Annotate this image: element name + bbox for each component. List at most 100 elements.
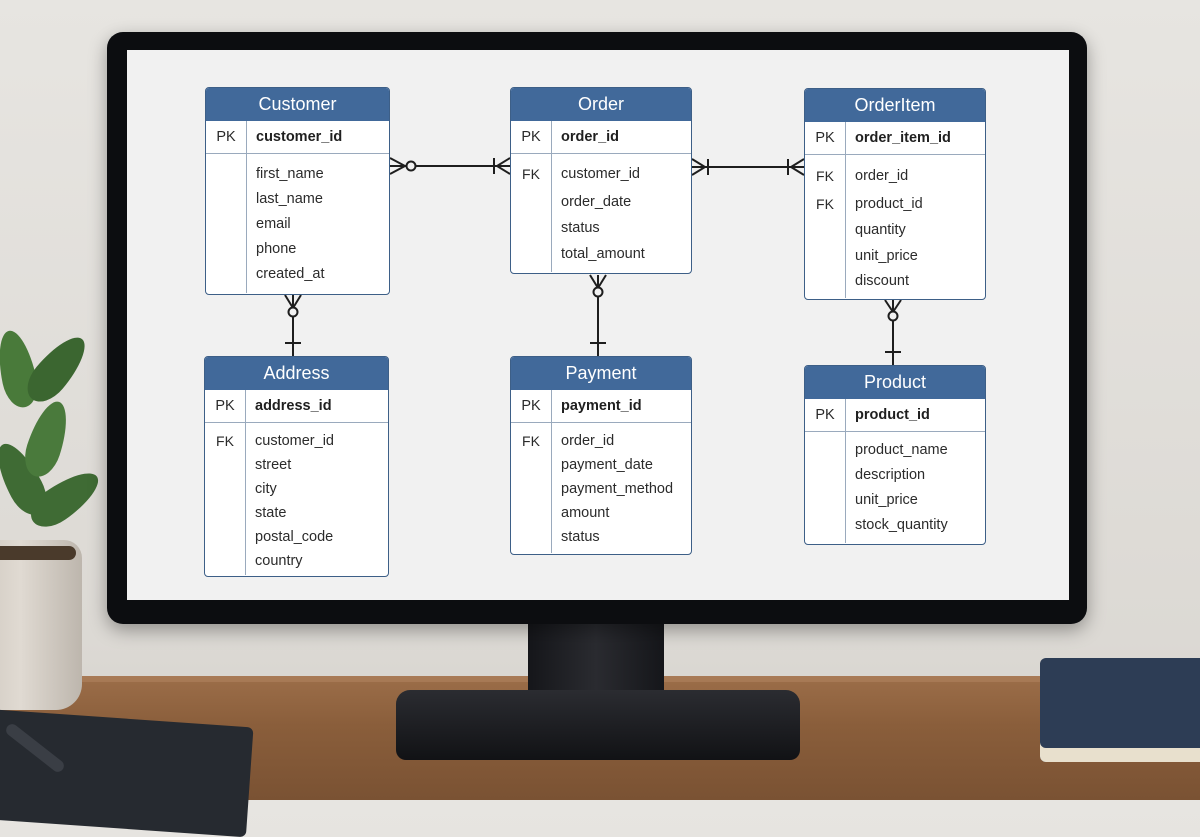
pk-field: customer_id: [256, 129, 343, 145]
pk-row: PK product_id: [805, 399, 985, 432]
pk-label: PK: [215, 398, 235, 414]
key-label: FK: [816, 195, 834, 212]
attribute-name: last_name: [256, 190, 323, 207]
entity-title: Payment: [511, 357, 691, 390]
pk-field: address_id: [255, 398, 332, 414]
attribute-list: product_name description unit_price stoc…: [805, 432, 948, 543]
attribute-name: stock_quantity: [855, 516, 948, 533]
attribute-name: description: [855, 466, 926, 483]
key-label: FK: [522, 433, 540, 449]
pk-label: PK: [521, 398, 541, 414]
attribute-name: discount: [855, 272, 910, 289]
entity-title: OrderItem: [805, 89, 985, 122]
notebook: [0, 708, 254, 837]
attribute-name: created_at: [256, 265, 325, 282]
attribute-row: city: [205, 477, 334, 501]
entity-title: Order: [511, 88, 691, 121]
key-label: FK: [816, 168, 834, 184]
attribute-name: state: [255, 505, 287, 521]
attribute-row: quantity: [805, 217, 923, 243]
attribute-row: country: [205, 549, 334, 573]
attribute-name: payment_method: [561, 481, 674, 497]
attribute-name: unit_price: [855, 247, 918, 264]
attribute-name: country: [255, 553, 303, 569]
attribute-section: first_name last_name email phone created…: [206, 154, 389, 293]
attribute-name: customer_id: [255, 433, 334, 449]
attribute-name: amount: [561, 505, 610, 521]
entity-title: Address: [205, 357, 388, 390]
attribute-row: created_at: [206, 261, 325, 286]
pk-field: order_id: [561, 129, 620, 145]
zero-marker-customer-bottom: [287, 306, 299, 318]
pk-row: PK order_item_id: [805, 122, 985, 155]
plant-leaf: [18, 396, 76, 482]
attribute-name: street: [255, 457, 292, 473]
zero-marker-order-bottom: [592, 286, 604, 298]
column-divider: [245, 423, 246, 575]
pk-label: PK: [521, 129, 541, 145]
entity-title: Product: [805, 366, 985, 399]
relationship-lines: [284, 157, 902, 365]
attribute-row: status: [511, 525, 673, 549]
attribute-row: postal_code: [205, 525, 334, 549]
crowfoot-orderitem-left: [789, 158, 805, 176]
attribute-row: state: [205, 501, 334, 525]
attribute-name: unit_price: [855, 491, 918, 508]
attribute-row: street: [205, 453, 334, 477]
attribute-name: first_name: [256, 165, 324, 182]
pk-field: order_item_id: [855, 130, 951, 146]
entity-product[interactable]: Product PK product_id product_name descr…: [804, 365, 986, 545]
attribute-row: FK product_id: [805, 190, 923, 217]
attribute-name: customer_id: [561, 166, 640, 182]
zero-marker-customer: [405, 160, 417, 172]
attribute-row: description: [805, 462, 948, 487]
key-label: FK: [522, 166, 540, 182]
attribute-list: first_name last_name email phone created…: [206, 154, 325, 293]
entity-customer[interactable]: Customer PK customer_id first_name last_…: [205, 87, 390, 295]
entity-title: Customer: [206, 88, 389, 121]
attribute-row: payment_date: [511, 453, 673, 477]
attribute-row: amount: [511, 501, 673, 525]
crowfoot-order-right: [691, 158, 707, 176]
attribute-name: status: [561, 529, 600, 545]
attribute-name: product_id: [855, 195, 923, 212]
column-divider: [845, 432, 846, 543]
attribute-row: phone: [206, 236, 325, 261]
attribute-row: discount: [805, 268, 923, 293]
column-divider: [845, 155, 846, 298]
attribute-name: city: [255, 481, 277, 497]
attribute-row: first_name: [206, 161, 325, 186]
monitor-screen: Customer PK customer_id first_name last_…: [127, 50, 1069, 600]
zero-marker-orderitem-bottom: [887, 310, 899, 322]
attribute-row: product_name: [805, 437, 948, 462]
pk-label: PK: [815, 407, 835, 423]
crowfoot-order-side: [495, 157, 511, 175]
column-divider: [551, 423, 552, 553]
plant-pot: [0, 540, 82, 710]
attribute-row: FK customer_id: [511, 160, 645, 188]
attribute-name: quantity: [855, 222, 906, 238]
pk-label: PK: [815, 130, 835, 146]
attribute-row: unit_price: [805, 243, 923, 268]
attribute-name: payment_date: [561, 457, 653, 473]
attribute-row: total_amount: [511, 241, 645, 266]
attribute-name: phone: [256, 240, 297, 257]
pk-row: PK customer_id: [206, 121, 389, 154]
pk-field: product_id: [855, 407, 930, 423]
attribute-name: email: [256, 215, 291, 232]
column-divider: [551, 154, 552, 272]
